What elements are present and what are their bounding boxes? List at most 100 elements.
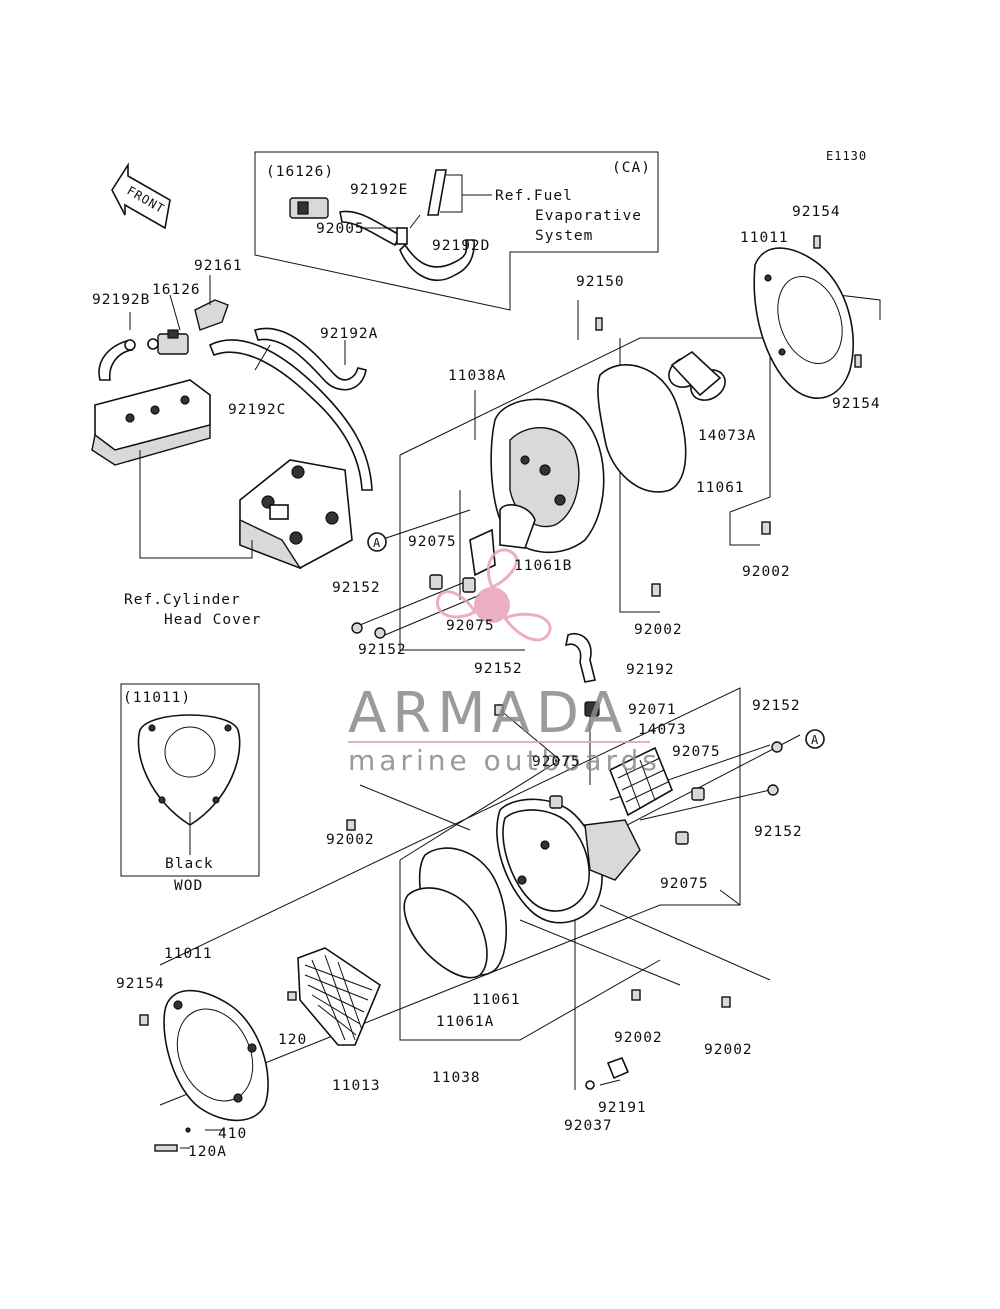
label-92154-top2: 92154: [832, 396, 881, 412]
label-92002-l: 92002: [326, 832, 375, 848]
screw-92154-bot: [139, 1014, 149, 1026]
bolt-92152-a: [351, 622, 363, 634]
label-92192: 92192: [626, 662, 675, 678]
label-120a: 120A: [188, 1144, 227, 1160]
evap-hose-ref: [427, 169, 447, 216]
hose-92192: [564, 633, 596, 683]
duct-14073: [608, 746, 674, 817]
screw-120: [287, 991, 297, 1001]
label-92154-bot: 92154: [116, 976, 165, 992]
label-92075-d: 92075: [532, 754, 581, 770]
bolt-92152-d: [771, 741, 783, 753]
label-92075-b: 92075: [446, 618, 495, 634]
label-92192a: 92192A: [320, 326, 378, 342]
label-head-cover: Head Cover: [164, 612, 261, 628]
fitting-92005: [396, 227, 408, 245]
duct-14073a: [668, 350, 726, 401]
svg-text:A: A: [373, 536, 381, 550]
label-92192e: 92192E: [350, 182, 408, 198]
label-92192b: 92192B: [92, 292, 150, 308]
callout-a-right: A: [805, 729, 825, 749]
diagram-code: E1130: [826, 149, 867, 163]
label-ref-fuel: Ref.Fuel: [495, 188, 573, 204]
screw-92154-top: [813, 235, 862, 368]
valve-16126: [147, 329, 189, 355]
label-92037: 92037: [564, 1118, 613, 1134]
label-evaporative: Evaporative: [535, 208, 642, 224]
label-system: System: [535, 228, 593, 244]
label-16126: 16126: [152, 282, 201, 298]
label-ca-16126: (16126): [266, 164, 334, 180]
label-wod-caption: WOD: [174, 878, 203, 894]
svg-text:A: A: [811, 733, 819, 747]
label-11061-top: 11061: [696, 480, 745, 496]
grommet-92075-d: [549, 795, 563, 809]
label-92150: 92150: [576, 274, 625, 290]
cover-11011-bot: [163, 989, 269, 1122]
front-arrow-icon: FRONT: [111, 162, 171, 230]
screw-120a: [154, 1144, 178, 1152]
air-cleaner-base-11038a: [490, 398, 605, 554]
clamp-92037: [585, 1080, 595, 1090]
cylinder-head-cover-front: [239, 459, 353, 570]
lower-leader-lines: [159, 687, 801, 1106]
label-92002-b1: 92002: [614, 1030, 663, 1046]
washer-410: [185, 1127, 191, 1133]
label-11061-bot: 11061: [472, 992, 521, 1008]
label-92152-e: 92152: [754, 824, 803, 840]
label-92192c: 92192C: [228, 402, 286, 418]
label-11038a: 11038A: [448, 368, 506, 384]
hose-92192c: [208, 339, 373, 491]
screw-92002-r2: [651, 583, 661, 597]
element-11061a: [403, 887, 488, 979]
label-92152-d: 92152: [752, 698, 801, 714]
label-14073: 14073: [638, 722, 687, 738]
label-92161: 92161: [194, 258, 243, 274]
label-92152-b: 92152: [358, 642, 407, 658]
label-92152-a: 92152: [332, 580, 381, 596]
cylinder-head-cover-rear: [91, 379, 211, 466]
hose-92192a: [254, 327, 367, 391]
label-92071: 92071: [628, 702, 677, 718]
grommet-92075-a: [429, 574, 443, 590]
screw-92002-l: [346, 819, 356, 831]
label-92075-c: 92075: [672, 744, 721, 760]
label-410: 410: [218, 1126, 247, 1142]
hose-92192b: [98, 339, 133, 381]
grommet-92075-b: [462, 577, 476, 593]
label-11061b: 11061B: [514, 558, 572, 574]
air-cleaner-base-11038: [496, 798, 641, 924]
label-14073a: 14073A: [698, 428, 756, 444]
bolt-92152-b: [374, 627, 386, 639]
label-120: 120: [278, 1032, 307, 1048]
wod-box-outline: [120, 683, 260, 877]
label-wod-black: Black: [165, 856, 214, 872]
grommet-92075-c: [691, 787, 705, 801]
ca-valve-16126: [289, 197, 329, 219]
label-92154-top1: 92154: [792, 204, 841, 220]
label-ref-cylinder: Ref.Cylinder: [124, 592, 241, 608]
label-92002-r2: 92002: [634, 622, 683, 638]
screw-92002-b1: [631, 989, 641, 1001]
clamp-92071: [584, 701, 600, 717]
screw-92150: [595, 317, 603, 331]
bracket-92161: [194, 299, 229, 331]
screw-92002-r1: [761, 521, 771, 535]
callout-a-left: A: [367, 532, 387, 552]
label-11013: 11013: [332, 1078, 381, 1094]
bolt-92152-c: [494, 704, 504, 716]
wod-cover-black: [137, 714, 241, 855]
label-92191: 92191: [598, 1100, 647, 1116]
propeller-logo-icon: [436, 548, 552, 642]
watermark-tagline: marine outboards: [348, 744, 661, 777]
plug-92191: [606, 1056, 630, 1080]
watermark-brand: ARMADA: [348, 681, 628, 746]
label-11011-top: 11011: [740, 230, 789, 246]
head-cover-ref-line: [139, 450, 253, 559]
label-11038: 11038: [432, 1070, 481, 1086]
element-11061b: [469, 528, 496, 577]
gasket-11061: [597, 364, 687, 493]
cover-11011-top: [753, 247, 854, 399]
